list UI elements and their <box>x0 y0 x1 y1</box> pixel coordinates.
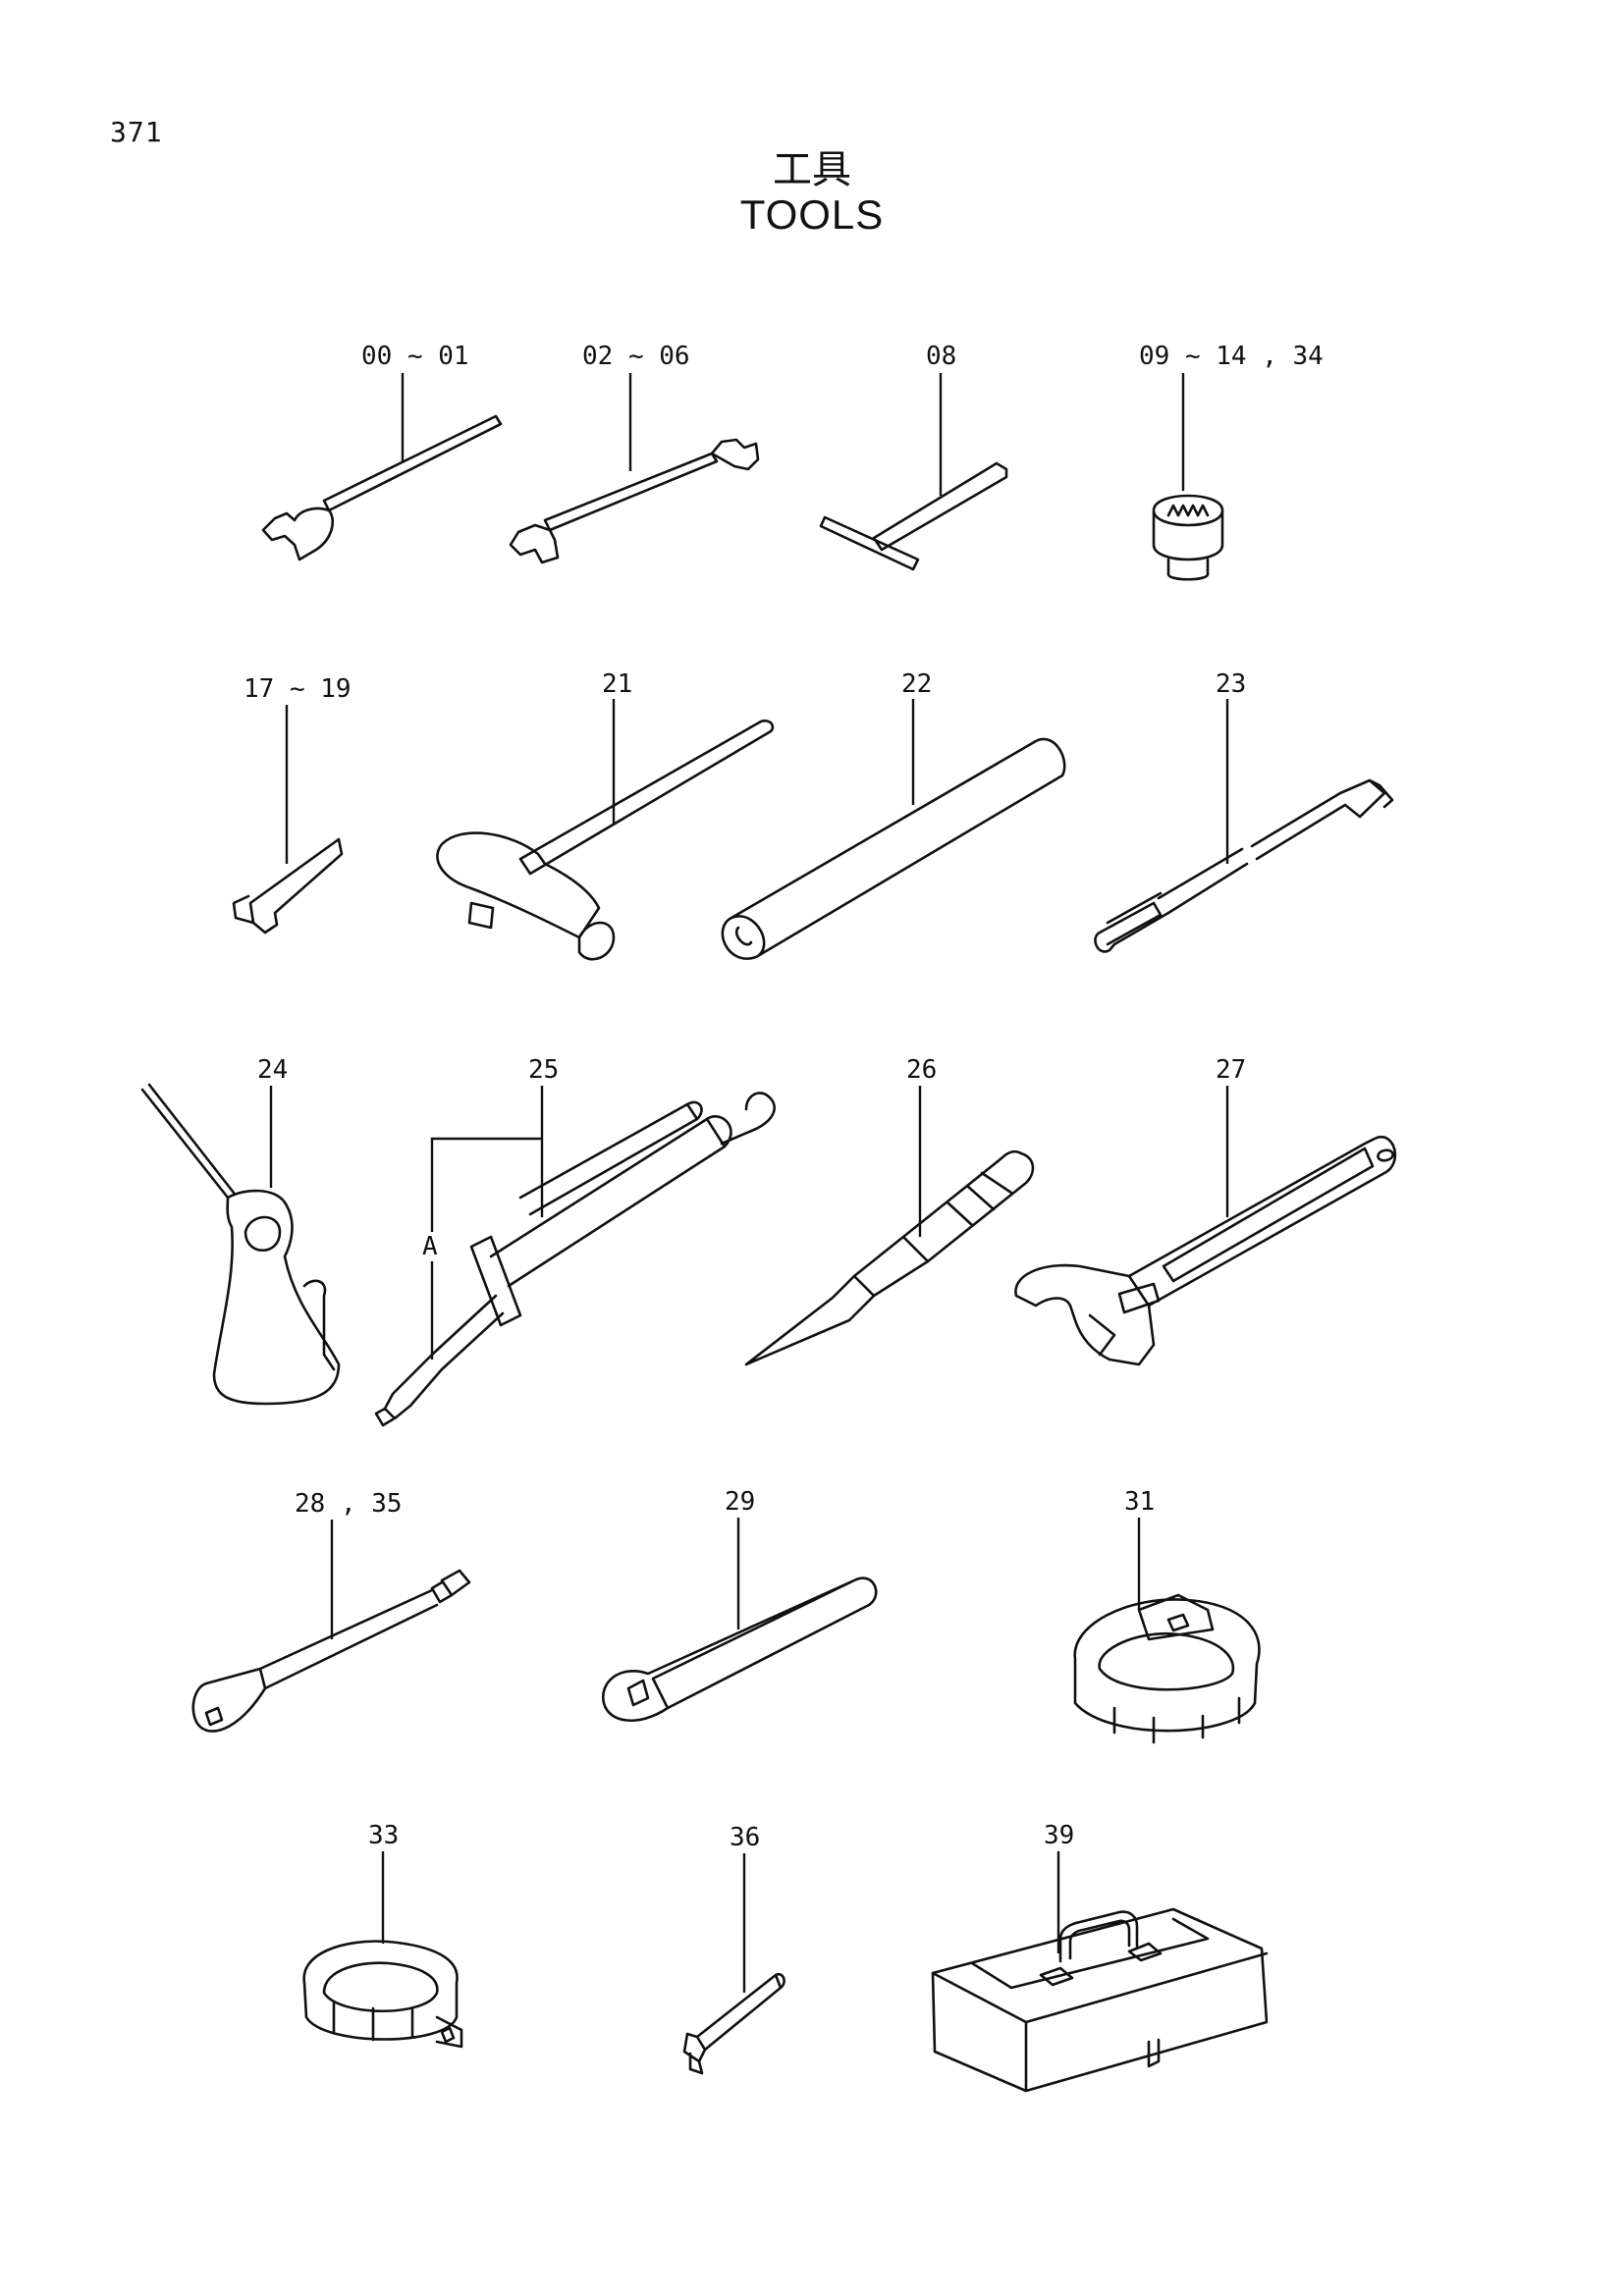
tool-21-hammer: 21 <box>436 669 775 961</box>
filter-band-icon <box>302 1940 463 2049</box>
adjustable-wrench-icon <box>1014 1135 1397 1366</box>
hammer-icon <box>436 720 775 961</box>
extension-bar-icon <box>191 1569 471 1733</box>
callout-09-14-34: 09 ~ 14 , 34 <box>1139 342 1324 371</box>
tool-23-extension-bar: 23 <box>1094 669 1394 953</box>
callout-a: A <box>422 1232 438 1261</box>
tool-08-t-handle: 08 <box>819 342 1008 571</box>
wrench-icon <box>261 414 503 561</box>
tool-24-oil-can: 24 <box>140 1055 341 1406</box>
callout-00-01: 00 ~ 01 <box>361 342 469 371</box>
callout-23: 23 <box>1216 669 1246 699</box>
callout-33: 33 <box>368 1821 399 1850</box>
page-title-japanese: 工具 <box>773 147 851 192</box>
pipe-icon <box>721 737 1066 960</box>
callout-39: 39 <box>1044 1821 1074 1850</box>
callout-28-35: 28 , 35 <box>295 1489 403 1519</box>
t-handle-icon <box>819 461 1008 571</box>
callout-24: 24 <box>257 1055 288 1085</box>
socket-wrench-icon <box>682 1972 785 2075</box>
callout-08: 08 <box>926 342 956 371</box>
callout-36: 36 <box>730 1823 760 1852</box>
tool-02-06-spanner: 02 ~ 06 <box>509 342 760 564</box>
oil-can-icon <box>140 1083 341 1406</box>
page-number: 371 <box>110 116 163 148</box>
tool-00-01-spanner: 00 ~ 01 <box>261 342 503 561</box>
tool-33-filter-band: 33 <box>302 1821 463 2049</box>
toolbox-icon <box>931 1907 1269 2093</box>
callout-29: 29 <box>725 1487 755 1517</box>
tool-31-filter-wrench: 31 <box>1073 1487 1261 1744</box>
extension-bar-icon <box>1094 778 1394 953</box>
screwdriver-icon <box>744 1149 1035 1366</box>
callout-25: 25 <box>528 1055 559 1085</box>
tool-27-adjustable-wrench: 27 <box>1014 1055 1397 1366</box>
ratchet-icon <box>601 1576 878 1722</box>
callout-02-06: 02 ~ 06 <box>582 342 690 371</box>
callout-26: 26 <box>906 1055 937 1085</box>
tool-17-19-hex-key: 17 ~ 19 <box>232 674 352 934</box>
callout-27: 27 <box>1216 1055 1246 1085</box>
tool-22-pipe: 22 <box>721 669 1066 960</box>
tool-29-ratchet: 29 <box>601 1487 878 1722</box>
leader-line-a <box>430 1137 542 1360</box>
socket-icon <box>1152 494 1224 581</box>
callout-31: 31 <box>1124 1487 1155 1517</box>
tool-09-14-34-socket: 09 ~ 14 , 34 <box>1139 342 1324 581</box>
page-title: TOOLS <box>739 191 885 238</box>
hex-key-icon <box>232 837 344 934</box>
wrench-icon <box>509 438 760 564</box>
grease-gun-icon <box>374 1092 776 1427</box>
tool-26-screwdriver: 26 <box>744 1055 1035 1366</box>
filter-wrench-icon <box>1073 1593 1261 1744</box>
tool-28-35-extension: 28 , 35 <box>191 1489 471 1733</box>
tool-39-toolbox: 39 <box>931 1821 1269 2093</box>
callout-21: 21 <box>602 669 632 699</box>
callout-17-19: 17 ~ 19 <box>244 674 352 704</box>
tool-36-socket-wrench: 36 <box>682 1823 785 2075</box>
callout-22: 22 <box>901 669 932 699</box>
tool-25-grease-gun: 25 A <box>374 1055 776 1427</box>
